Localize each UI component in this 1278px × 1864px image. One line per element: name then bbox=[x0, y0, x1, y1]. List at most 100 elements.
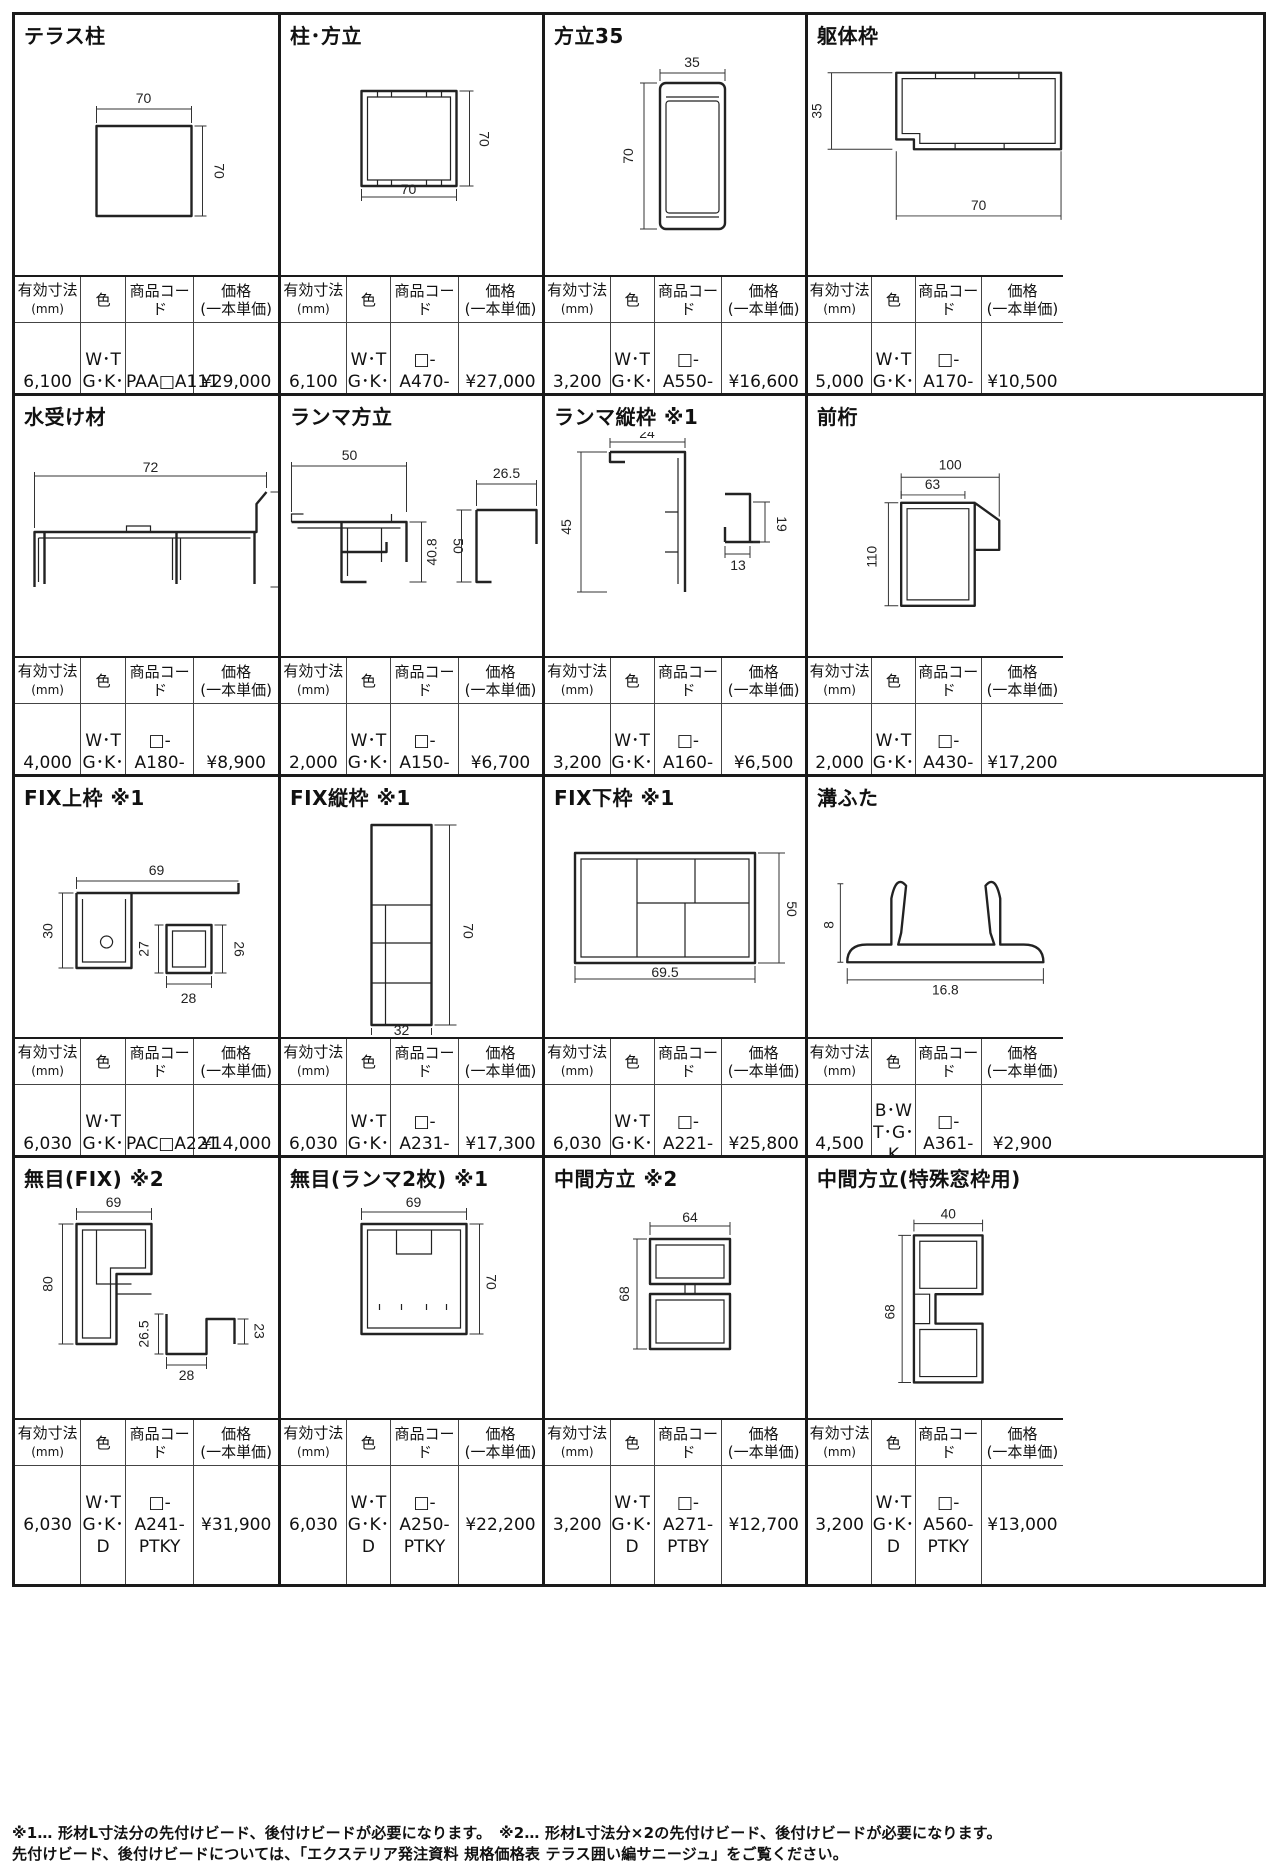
length-header: 有効寸法(mm) bbox=[545, 1418, 611, 1466]
color-header: 色 bbox=[80, 1037, 126, 1085]
dimension-label: 70 bbox=[477, 131, 493, 147]
length-value: 3,200 bbox=[808, 1465, 873, 1584]
product-name: 無目(FIX) ※2 bbox=[24, 1167, 165, 1191]
profile-drawing: 70 70 bbox=[281, 51, 542, 273]
price-value: ¥13,000 bbox=[980, 1465, 1063, 1584]
product-name: FIX上枠 ※1 bbox=[24, 786, 145, 810]
price-header: 価格(一本単価) bbox=[193, 1418, 278, 1466]
dimension-label: 24 bbox=[639, 432, 655, 441]
code-header: 商品コード bbox=[124, 1037, 195, 1085]
price-header: 価格(一本単価) bbox=[193, 275, 278, 323]
dimension-label: 19 bbox=[774, 516, 790, 532]
length-header: 有効寸法(mm) bbox=[15, 1037, 82, 1085]
profile-cross-section: 7241.5 bbox=[33, 459, 278, 588]
dimension-label: 28 bbox=[181, 990, 197, 1006]
length-header: 有効寸法(mm) bbox=[545, 275, 611, 323]
footnote-2: 先付けビード、後付けビードについては、「エクステリア発注資料 規格価格表 テラス… bbox=[12, 1845, 848, 1863]
spec-table: 有効寸法(mm) 色 商品コード 価格(一本単価) 6,100 W･TG･K･D… bbox=[15, 275, 278, 441]
product-name: 前桁 bbox=[817, 405, 858, 429]
price-header: 価格(一本単価) bbox=[980, 656, 1063, 704]
dimension-label: 45 bbox=[558, 519, 574, 535]
color-header: 色 bbox=[871, 656, 916, 704]
product-name: 溝ふた bbox=[817, 786, 879, 810]
price-value: ¥31,900 bbox=[193, 1465, 278, 1584]
code-header: 商品コード bbox=[390, 1418, 459, 1466]
spec-table-wrap: 有効寸法(mm) 色 商品コード 価格(一本単価) 6,100 W･TG･K･D… bbox=[15, 275, 278, 441]
color-header: 色 bbox=[345, 275, 392, 323]
length-header: 有効寸法(mm) bbox=[15, 1418, 82, 1466]
price-value: ¥22,200 bbox=[457, 1465, 542, 1584]
spec-header-row: 有効寸法(mm) 色 商品コード 価格(一本単価) bbox=[15, 1418, 278, 1466]
price-header: 価格(一本単価) bbox=[193, 656, 278, 704]
code-header: 商品コード bbox=[124, 275, 195, 323]
dimension-label: 8 bbox=[822, 921, 837, 929]
color-header: 色 bbox=[80, 656, 126, 704]
color-header: 色 bbox=[609, 275, 655, 323]
length-header: 有効寸法(mm) bbox=[545, 656, 611, 704]
length-value: 6,030 bbox=[15, 1465, 82, 1584]
footnote-1: ※1… 形材L寸法分の先付けビード、後付けビードが必要になります。 ※2… 形材… bbox=[12, 1824, 1002, 1842]
spec-header-row: 有効寸法(mm) 色 商品コード 価格(一本単価) bbox=[545, 656, 805, 704]
color-header: 色 bbox=[609, 656, 655, 704]
code-header: 商品コード bbox=[653, 1037, 723, 1085]
price-header: 価格(一本単価) bbox=[457, 1037, 542, 1085]
dimension-label: 26.5 bbox=[136, 1320, 152, 1347]
dimension-label: 70 bbox=[484, 1274, 500, 1290]
dimension-label: 26 bbox=[232, 941, 248, 957]
profile-cross-section: 816.8 bbox=[822, 880, 1045, 998]
color-header: 色 bbox=[345, 656, 392, 704]
price-header: 価格(一本単価) bbox=[721, 1418, 805, 1466]
spec-header-row: 有効寸法(mm) 色 商品コード 価格(一本単価) bbox=[281, 656, 542, 704]
spec-header-row: 有効寸法(mm) 色 商品コード 価格(一本単価) bbox=[545, 1418, 805, 1466]
spec-header-row: 有効寸法(mm) 色 商品コード 価格(一本単価) bbox=[281, 1418, 542, 1466]
dimension-label: 70 bbox=[401, 181, 417, 197]
length-header: 有効寸法(mm) bbox=[281, 656, 347, 704]
product-code: □-A250-PTKY bbox=[390, 1465, 459, 1584]
spec-header-row: 有効寸法(mm) 色 商品コード 価格(一本単価) bbox=[808, 656, 1063, 704]
dimension-label: 64 bbox=[682, 1209, 698, 1225]
dimension-label: 35 bbox=[684, 54, 700, 70]
code-header: 商品コード bbox=[390, 656, 459, 704]
profile-cross-section: 69 70 bbox=[360, 1194, 500, 1336]
spec-header-row: 有効寸法(mm) 色 商品コード 価格(一本単価) bbox=[808, 275, 1063, 323]
price-header: 価格(一本単価) bbox=[457, 1418, 542, 1466]
product-name: FIX下枠 ※1 bbox=[554, 786, 675, 810]
dimension-label: 50 bbox=[784, 901, 800, 917]
spec-header-row: 有効寸法(mm) 色 商品コード 価格(一本単価) bbox=[545, 1037, 805, 1085]
code-header: 商品コード bbox=[914, 1037, 982, 1085]
product-code: □-A271-PTBY bbox=[653, 1465, 723, 1584]
product-group: 水受け材 7241.5 有効寸法(mm) 色 商品コード 価格(一本単価) bbox=[12, 393, 1266, 825]
product-name: 躯体枠 bbox=[817, 24, 879, 48]
color-header: 色 bbox=[345, 1418, 392, 1466]
product-code: □-A560-PTKY bbox=[914, 1465, 982, 1584]
color-header: 色 bbox=[80, 275, 126, 323]
product-name: 方立35 bbox=[554, 24, 624, 48]
dimension-label: 23 bbox=[252, 1323, 268, 1339]
length-value: 6,030 bbox=[281, 1465, 347, 1584]
color-header: 色 bbox=[345, 1037, 392, 1085]
dimension-label: 69 bbox=[406, 1194, 422, 1210]
dimension-label: 72 bbox=[143, 459, 159, 475]
spec-header-row: 有効寸法(mm) 色 商品コード 価格(一本単価) bbox=[281, 1037, 542, 1085]
color-header: 色 bbox=[871, 1037, 916, 1085]
color-header: 色 bbox=[609, 1418, 655, 1466]
